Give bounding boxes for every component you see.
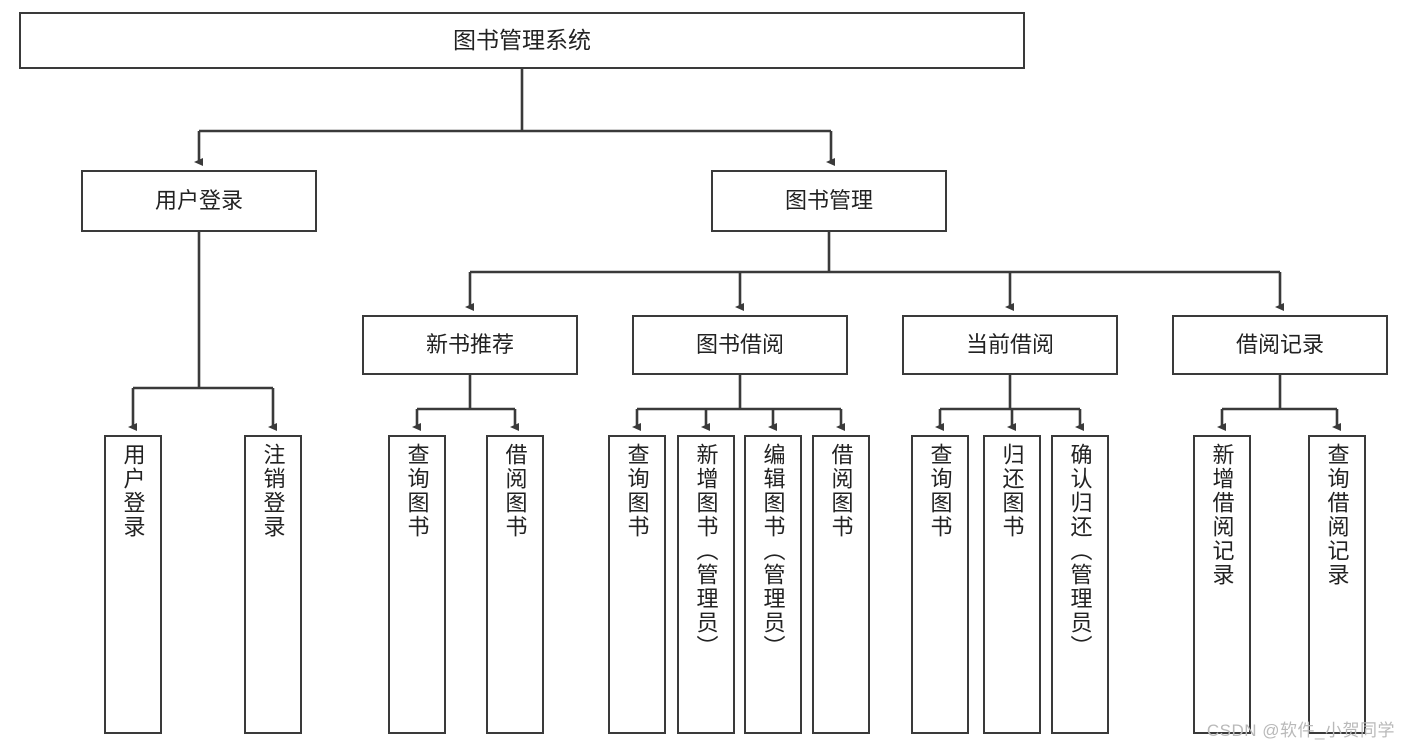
leaf-label: 查询图书 [927,443,953,539]
node-label: 用户登录 [154,188,243,214]
node-root-system[interactable]: 图书管理系统 [19,12,1025,69]
node-label: 借阅记录 [1235,332,1324,358]
leaf-node[interactable]: 借阅图书 [812,435,870,734]
leaf-label: 编辑图书（管理员） [760,443,786,659]
leaf-node[interactable]: 查询借阅记录 [1308,435,1366,734]
leaf-node[interactable]: 编辑图书（管理员） [744,435,802,734]
leaf-node[interactable]: 查询图书 [388,435,446,734]
leaf-label: 新增图书（管理员） [693,443,719,659]
leaf-label: 查询图书 [404,443,430,539]
node-book-borrow[interactable]: 图书借阅 [632,315,848,375]
leaf-label: 查询借阅记录 [1324,443,1350,587]
node-new-book-recommendation[interactable]: 新书推荐 [362,315,578,375]
leaf-label: 归还图书 [999,443,1025,539]
node-current-borrow[interactable]: 当前借阅 [902,315,1118,375]
leaf-label: 注销登录 [260,443,286,539]
leaf-label: 借阅图书 [502,443,528,539]
leaf-node[interactable]: 查询图书 [911,435,969,734]
leaf-label: 新增借阅记录 [1209,443,1235,587]
node-borrow-records[interactable]: 借阅记录 [1172,315,1388,375]
node-root-label: 图书管理系统 [453,27,591,54]
leaf-node[interactable]: 新增借阅记录 [1193,435,1251,734]
leaf-label: 确认归还（管理员） [1067,443,1093,659]
leaf-node[interactable]: 查询图书 [608,435,666,734]
leaf-label: 查询图书 [624,443,650,539]
node-book-management[interactable]: 图书管理 [711,170,947,232]
csdn-watermark: CSDN @软件_小贺同学 [1206,721,1395,740]
leaf-label: 借阅图书 [828,443,854,539]
node-label: 图书借阅 [695,332,784,358]
leaf-node[interactable]: 新增图书（管理员） [677,435,735,734]
leaf-node[interactable]: 借阅图书 [486,435,544,734]
leaf-node[interactable]: 确认归还（管理员） [1051,435,1109,734]
node-user-login[interactable]: 用户登录 [81,170,317,232]
leaf-label: 用户登录 [120,443,146,539]
node-label: 当前借阅 [965,332,1054,358]
node-label: 新书推荐 [425,332,514,358]
leaf-node[interactable]: 归还图书 [983,435,1041,734]
leaf-node[interactable]: 注销登录 [244,435,302,734]
leaf-node[interactable]: 用户登录 [104,435,162,734]
node-label: 图书管理 [784,188,873,214]
